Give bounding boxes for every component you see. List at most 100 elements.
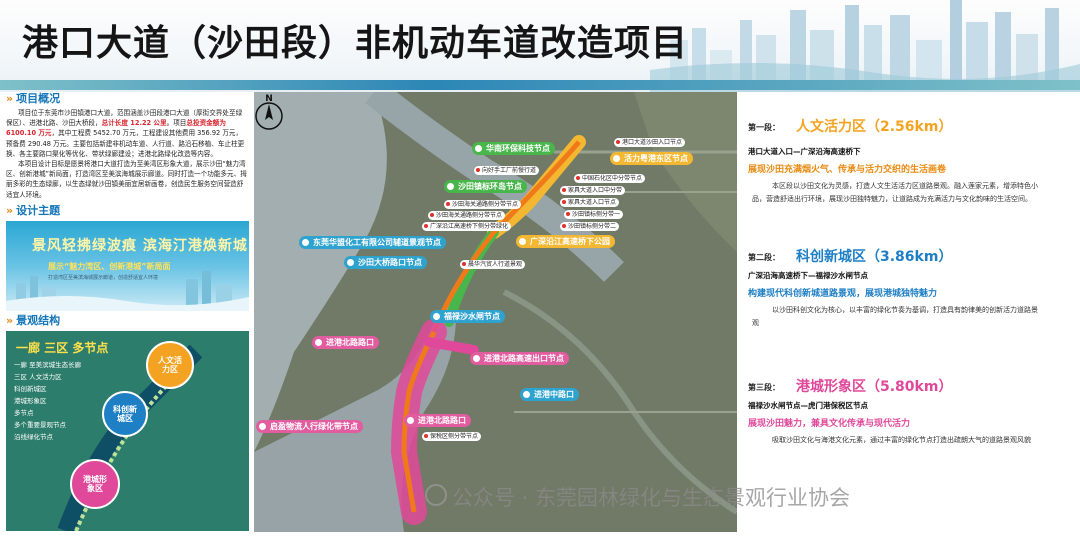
map-label[interactable]: 活力粤港东区节点	[610, 152, 693, 165]
north-label: N	[265, 94, 273, 104]
map-label[interactable]: 进港北路高速出口节点	[470, 352, 569, 365]
map-marker-icon	[405, 415, 416, 426]
overview-paragraph-1: 项目位于东莞市沙田镇港口大道，范围涵盖沙田段港口大道（厚街交界处至绿保区）、进港…	[6, 108, 249, 159]
segment-3-label: 第三段：	[748, 383, 780, 392]
arrow-icon: »	[6, 203, 14, 217]
zone-circle-label: 科创新城区	[113, 404, 137, 423]
segment-3-route: 福禄沙水闸节点—虎门港保税区节点	[748, 401, 868, 410]
map-sublabel[interactable]: 沙田镇标侧分带二	[560, 222, 620, 231]
zone-circle-label: 港城形象区	[83, 474, 107, 493]
segment-1-description: 本区段以沙田文化为灵感，打造人文生活活力区道路景观。融入莲家元素，增添特色小品，…	[752, 182, 1038, 203]
zone-circle-1: 人文活力区	[146, 340, 194, 389]
map-label-text: 沙田大桥路口节点	[358, 258, 422, 267]
map-sublabel[interactable]: 保税区侧分带节点	[422, 432, 482, 441]
map-marker-icon	[517, 236, 528, 247]
overview-text: 。同时打造一个功能多元、拇丽多彩的生态绿廊，以生态绿就沙田镇美丽宜居新画卷，创造	[6, 170, 247, 189]
left-panel: »项目概况 项目位于东莞市沙田镇港口大道，范围涵盖沙田段港口大道（厚街交界处至绿…	[6, 92, 249, 532]
overview-heading: »项目概况	[6, 92, 249, 106]
segment-3-name: 港城形象区（5.80km）	[796, 379, 953, 395]
map-sublabel[interactable]: 家具大道入口节点	[560, 198, 620, 207]
map-marker-icon	[521, 389, 532, 400]
segment-3-slogan: 展现沙田魅力，兼具文化传承与现代活力	[748, 419, 911, 429]
theme-subslogan: 展示“魅力湾区、创新港城”新局面	[48, 261, 171, 271]
zone-circle-3: 港城形象区	[70, 458, 120, 509]
map-label[interactable]: 华南环保科技节点	[472, 142, 555, 155]
segment-2-route: 广深沿海高速桥下—福禄沙水闸节点	[748, 271, 868, 280]
map-label-text: 华南环保科技节点	[486, 144, 550, 153]
segment-1-label: 第一段：	[748, 123, 780, 132]
map-label[interactable]: 进港中路口	[520, 388, 579, 401]
legend-item: 港城形象区	[14, 396, 47, 405]
overview-text: 。	[38, 190, 46, 199]
map-label-text: 沙田镇标环岛节点	[458, 182, 522, 191]
overview-highlight: 民生服务空间营造舒适宜人环境	[6, 180, 244, 199]
map-label[interactable]: 进港北路路口	[312, 336, 379, 349]
segment-2-description: 以沙田科创文化为核心，以丰富的绿化节奏为基调，打造具有韵律美的创新活力道路景观	[752, 306, 1038, 327]
overview-highlight: 湾区至美滨海城展示廊道	[88, 170, 162, 179]
legend-item: 三区 人文活力区	[14, 372, 62, 381]
map-marker-icon	[300, 237, 311, 248]
overview-highlight: 至美湾区形象大道	[136, 160, 190, 169]
map-sublabel[interactable]: 向好手工厂前慢行道	[474, 166, 540, 175]
map-sublabel[interactable]: 沙田镇标侧分带一	[564, 210, 624, 219]
overview-text: 项目位于东莞市沙田镇港口大道，范围涵盖沙田段港口大道（厚街交界处至绿保区）、进港…	[6, 109, 243, 128]
map-label-text: 进港北路路口	[326, 338, 374, 347]
legend-item: 一廊 至美滨城生态长廊	[14, 360, 82, 369]
map-sublabel[interactable]: 港口大道沙田入口节点	[614, 138, 686, 147]
map-sublabel[interactable]: 家具大道入口中分带	[560, 186, 626, 195]
theme-heading: »设计主题	[6, 204, 249, 218]
map-label[interactable]: 东莞华盟化工有限公司辅道景观节点	[299, 236, 446, 249]
map-label[interactable]: 启盈物流人行绿化带节点	[256, 420, 363, 433]
skyline-graphic	[650, 0, 1080, 92]
map-label[interactable]: 沙田镇标环岛节点	[444, 180, 527, 193]
map-sublabel[interactable]: 晨华汽贸人行道景观	[460, 260, 526, 269]
structure-heading-text: 景观结构	[16, 313, 61, 327]
map-label-text: 活力粤港东区节点	[624, 154, 688, 163]
segment-3-description: 吸取沙田文化与海港文化元素，通过丰富的绿化节点打造出疏朗大气的道路景观风貌	[772, 436, 1031, 444]
map-label-text: 福禄沙水闸节点	[444, 312, 500, 321]
map-marker-icon	[611, 153, 622, 164]
theme-image: 景风轻拂绿波痕 滨海汀港焕新城 展示“魅力湾区、创新港城”新局面 打造湾区至美滨…	[6, 220, 249, 311]
overview-paragraph-2: 本项目设计目标是愿景将港口大道打造为至美湾区形象大道，展示沙田“魅力湾区、创新港…	[6, 159, 249, 200]
map-marker-icon	[313, 337, 324, 348]
map-sublabel[interactable]: 沙田海关通路侧分带节点	[428, 211, 506, 220]
theme-slogan: 景风轻拂绿波痕 滨海汀港焕新城	[32, 237, 248, 254]
overview-text: 新局面，打造	[48, 170, 89, 179]
map-label[interactable]: 广深沿江高速桥下公园	[516, 235, 615, 248]
map-label-text: 进港北路路口	[418, 416, 466, 425]
map-sublabel[interactable]: 沙田海关通路侧分带节点	[444, 200, 522, 209]
map-label-text: 进港北路高速出口节点	[484, 354, 564, 363]
map-label-text: 进港中路口	[534, 390, 574, 399]
legend-item: 多个重要景观节点	[14, 420, 66, 429]
segments-panel: 第一段： 人文活力区（2.56km） 港口大道入口—广深沿海高速桥下 展现沙田充…	[742, 92, 1080, 532]
arrow-icon: »	[6, 313, 14, 327]
map-sublabel[interactable]: 中国石化区中分带节点	[574, 174, 646, 183]
structure-title: 一廊 三区 多节点	[16, 340, 109, 355]
map-label[interactable]: 进港北路路口	[404, 414, 471, 427]
watermark: 公众号 · 东莞园林绿化与生态景观行业协会	[452, 486, 851, 510]
segment-1-name: 人文活力区（2.56km）	[796, 119, 953, 135]
theme-heading-text: 设计主题	[16, 203, 61, 217]
legend-item: 沿线绿化节点	[14, 432, 53, 441]
segment-1-route: 港口大道入口—广深沿海高速桥下	[748, 147, 861, 156]
title-underline	[0, 80, 1080, 90]
north-arrow-icon: N	[255, 94, 283, 130]
map-label[interactable]: 福禄沙水闸节点	[430, 310, 505, 323]
map-marker-icon	[257, 421, 268, 432]
zone-circle-2: 科创新城区	[102, 390, 148, 437]
overview-highlight: 总投资金额为 6100.10 万元	[6, 119, 226, 138]
zone-circle-label: 人文活力区	[158, 355, 182, 374]
map-label[interactable]: 沙田大桥路口节点	[344, 256, 427, 269]
segment-2-label: 第二段：	[748, 253, 780, 262]
map-marker-icon	[431, 311, 442, 322]
map-sublabel[interactable]: 广深沿江高速桥下侧分带绿化	[422, 222, 512, 231]
map-label-text: 东莞华盟化工有限公司辅道景观节点	[313, 238, 441, 247]
overview-highlight: 总计长度 12.22 公里	[101, 119, 167, 128]
overview-heading-text: 项目概况	[16, 92, 61, 105]
legend-item: 科创新城区	[14, 384, 47, 393]
theme-caption: 打造湾区至美滨海城展示廊道，创造舒适宜人环境	[48, 274, 159, 281]
overview-text: 。项目	[166, 119, 187, 128]
site-map[interactable]: N 华南环保科技节点 沙田镇标环岛节点 东莞华盟化工有限公司辅道景观节点 沙田大…	[254, 92, 737, 532]
segment-2-name: 科创新城区（3.86km）	[796, 249, 953, 265]
